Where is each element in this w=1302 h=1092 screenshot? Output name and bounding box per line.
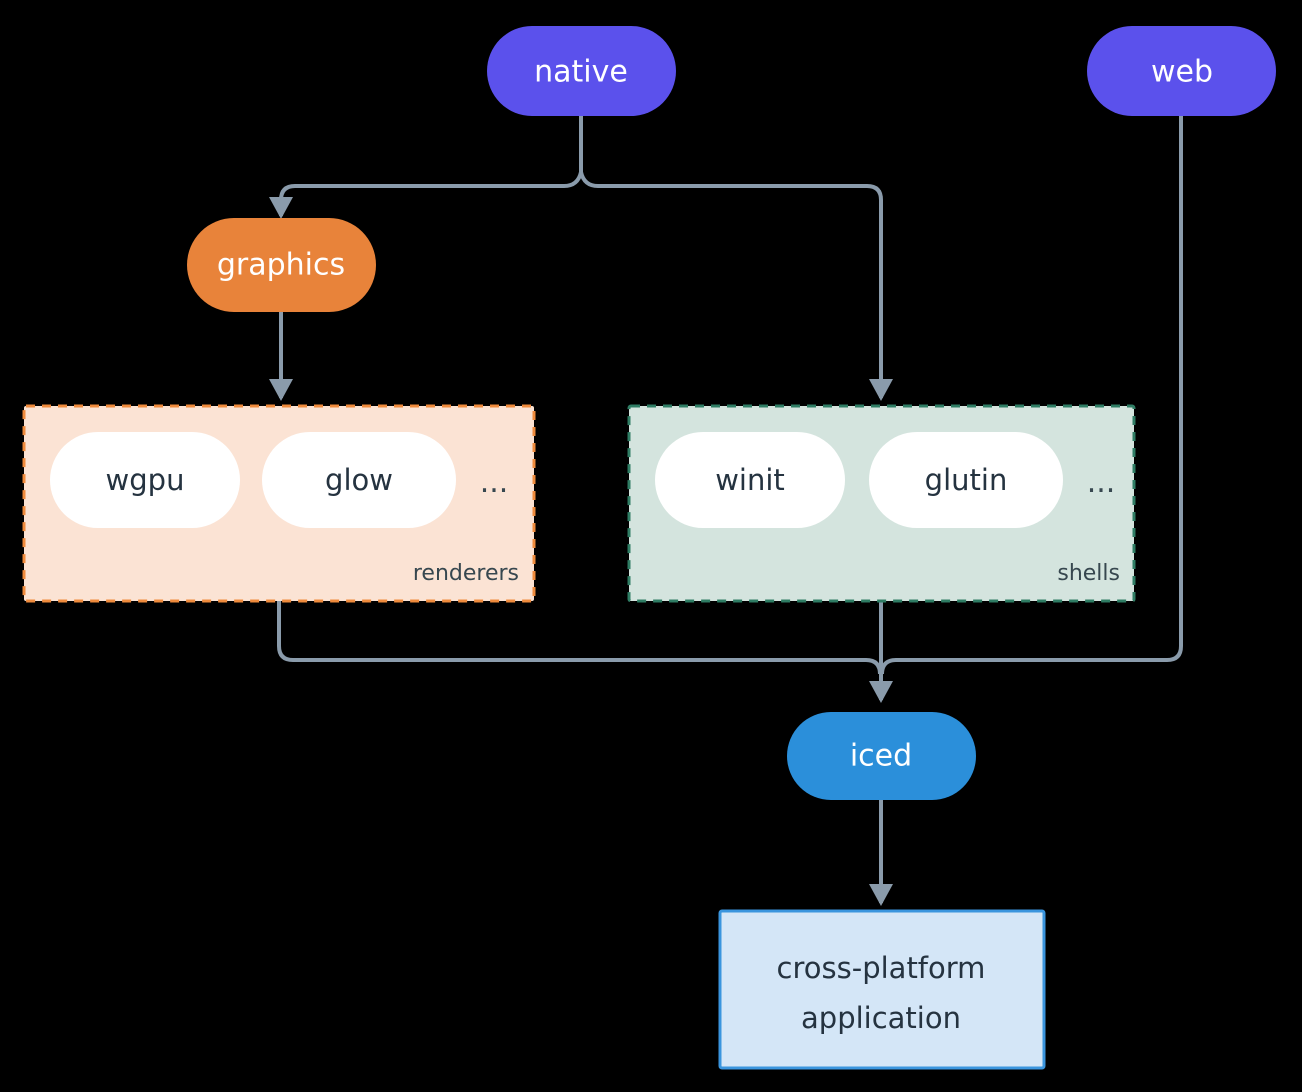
edge-renderers-to-iced xyxy=(277,601,882,675)
node-application[interactable]: cross-platform application xyxy=(718,909,1046,1070)
edge-web-to-iced xyxy=(880,116,1183,675)
shell-pill-winit-label: winit xyxy=(715,463,785,497)
node-iced[interactable]: iced xyxy=(787,712,976,800)
edge-native-to-shells xyxy=(579,171,893,401)
application-label-line2: application xyxy=(801,1001,961,1035)
renderers-group-caption: renderers xyxy=(413,561,519,586)
iced-pill[interactable] xyxy=(787,712,976,800)
native-pill[interactable] xyxy=(487,26,676,116)
shell-pill-glutin-label: glutin xyxy=(925,463,1008,497)
shell-pill-winit[interactable] xyxy=(655,432,845,528)
group-renderers: wgpu glow ... renderers xyxy=(22,404,536,603)
graphics-label: graphics xyxy=(217,248,345,283)
native-label: native xyxy=(534,55,628,90)
group-shells: winit glutin ... shells xyxy=(627,404,1136,603)
web-pill[interactable] xyxy=(1087,26,1276,116)
application-box[interactable] xyxy=(718,909,1046,1070)
graphics-pill[interactable] xyxy=(187,218,376,312)
iced-label: iced xyxy=(850,739,912,774)
shells-ellipsis: ... xyxy=(1087,465,1116,500)
web-label: web xyxy=(1151,55,1213,90)
shells-group-caption: shells xyxy=(1057,561,1120,586)
edge-native-to-graphics xyxy=(269,171,583,219)
node-native[interactable]: native xyxy=(487,26,676,116)
node-web[interactable]: web xyxy=(1087,26,1276,116)
edge-layer xyxy=(269,116,1183,906)
renderer-pill-wgpu-label: wgpu xyxy=(106,463,185,497)
node-graphics[interactable]: graphics xyxy=(187,218,376,312)
application-label-line1: cross-platform xyxy=(777,951,986,985)
shell-pill-glutin[interactable] xyxy=(869,432,1063,528)
renderer-pill-glow[interactable] xyxy=(262,432,456,528)
renderers-ellipsis: ... xyxy=(480,465,509,500)
renderer-pill-wgpu[interactable] xyxy=(50,432,240,528)
renderer-pill-glow-label: glow xyxy=(325,463,393,497)
